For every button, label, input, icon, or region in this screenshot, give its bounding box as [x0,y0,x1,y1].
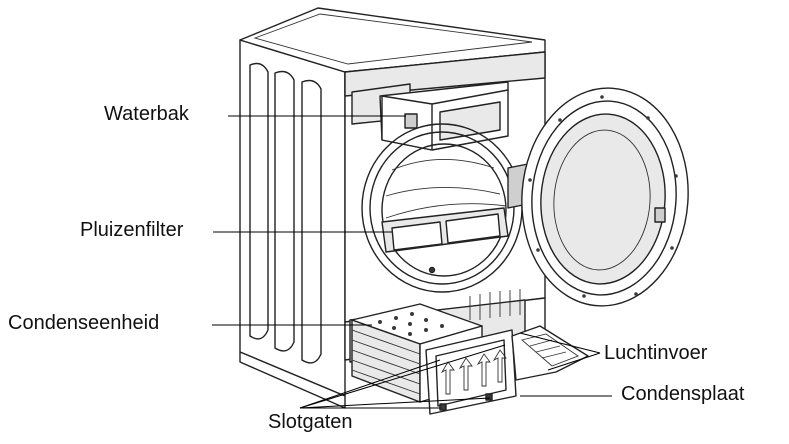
side-grooves [249,62,322,364]
condenser-unit [351,303,517,415]
condense-plate [511,325,589,381]
label-luchtinvoer: Luchtinvoer [604,342,708,364]
label-condenseenheid: Condenseenheid [8,312,160,334]
label-pluizenfilter: Pluizenfilter [80,219,184,241]
label-slotgaten: Slotgaten [268,411,353,433]
cabinet-top [239,7,546,73]
label-waterbak: Waterbak [104,103,189,125]
open-door [521,87,689,307]
cabinet-side-panel [239,39,346,397]
water-tank [351,81,509,151]
label-condensplaat: Condensplaat [621,383,745,405]
control-panel [344,51,546,97]
leader-lines [212,115,612,409]
